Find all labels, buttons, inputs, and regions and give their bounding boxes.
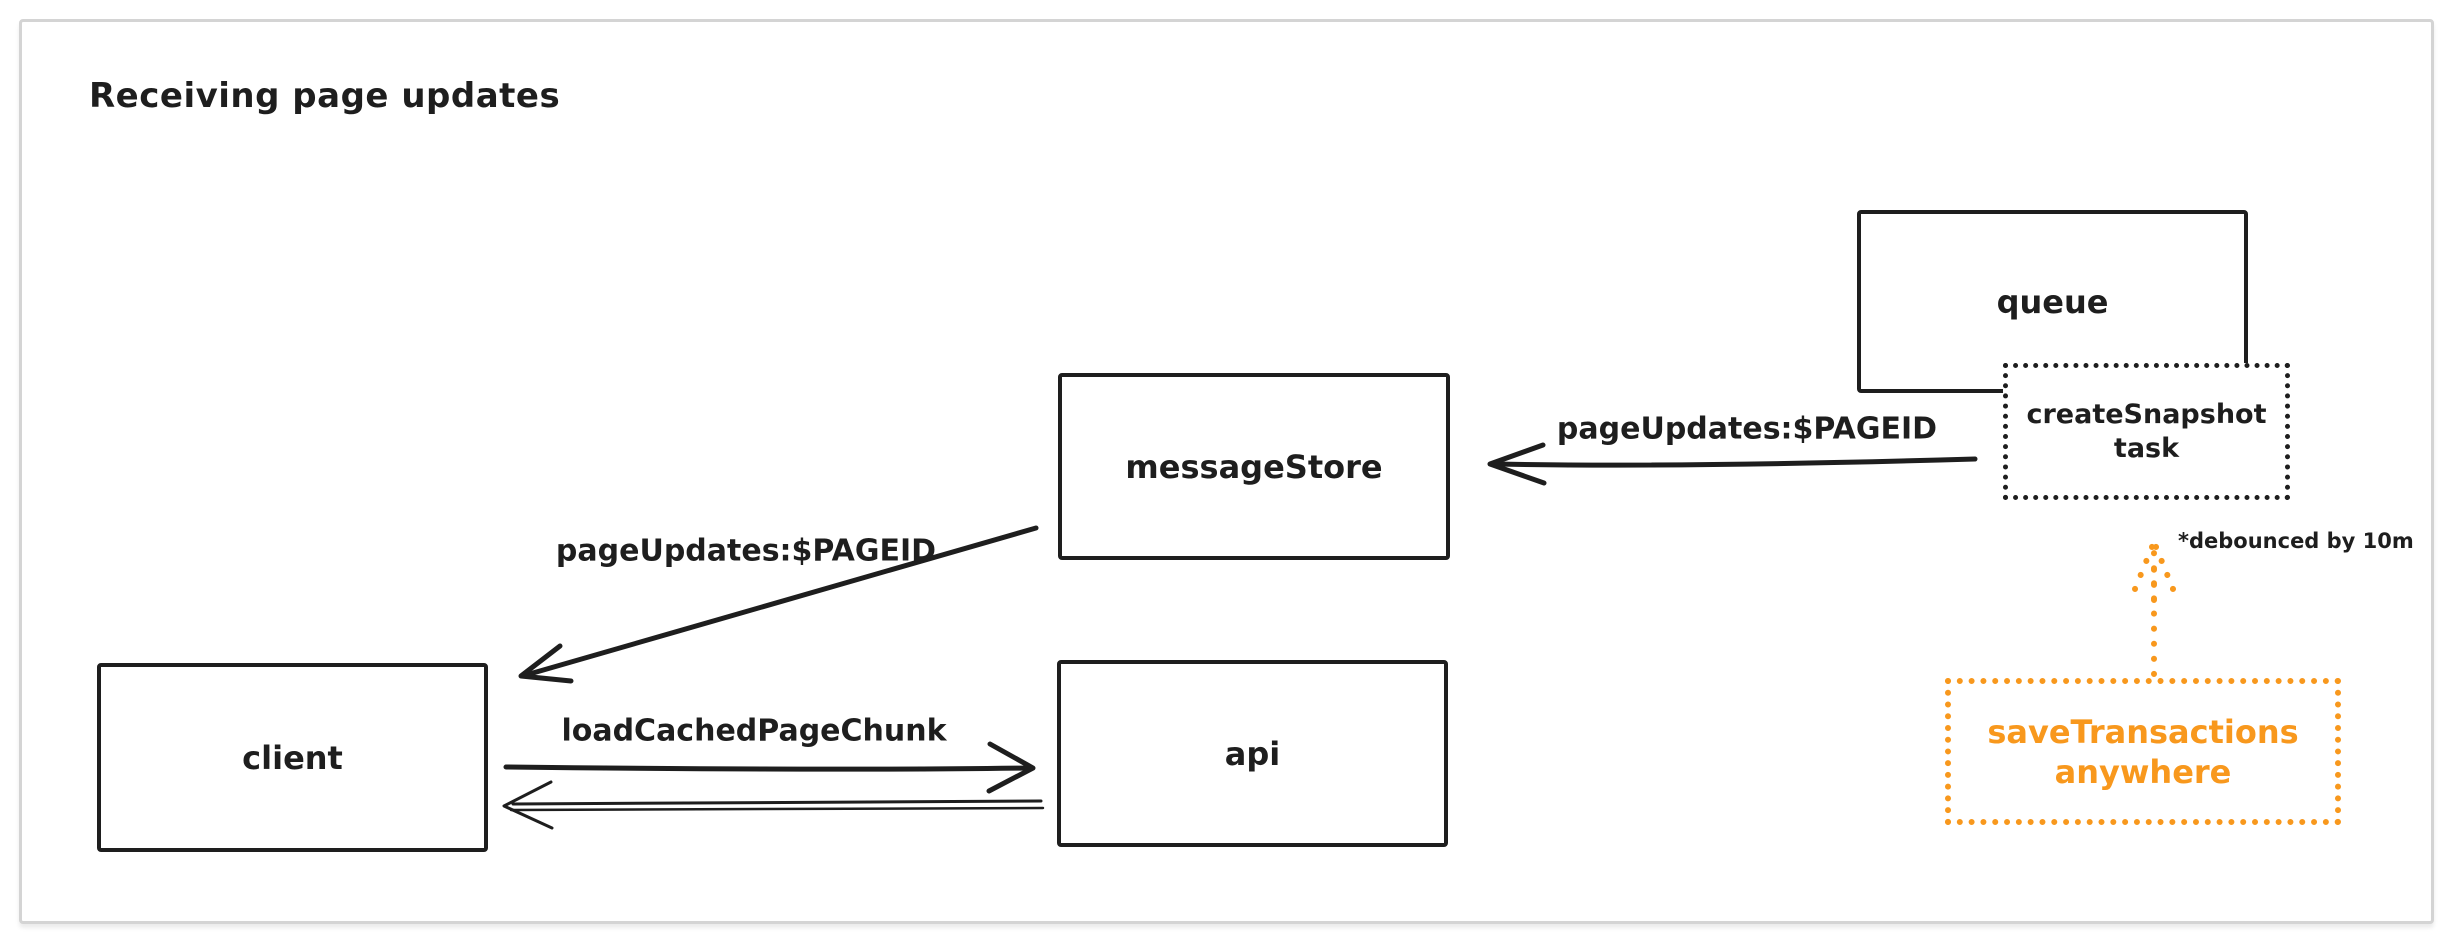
debounce-note: *debounced by 10m (2178, 529, 2414, 553)
node-create-snapshot-label-line2: task (2113, 432, 2180, 464)
node-client-label: client (242, 738, 343, 777)
node-save-transactions-label-line2: anywhere (2054, 752, 2232, 791)
node-api: api (1057, 660, 1448, 847)
node-queue-label: queue (1996, 282, 2109, 321)
node-api-label: api (1224, 734, 1281, 773)
edge-label-message-store-to-client: pageUpdates:$PAGEID (555, 533, 937, 569)
edge-label-client-to-api: loadCachedPageChunk (561, 713, 947, 749)
node-save-transactions-anywhere: saveTransactions anywhere (1945, 678, 2341, 825)
node-save-transactions-label-line1: saveTransactions (1987, 712, 2299, 751)
node-client: client (97, 663, 488, 852)
node-message-store-label: messageStore (1125, 447, 1383, 486)
edge-label-queue-to-message-store: pageUpdates:$PAGEID (1556, 411, 1938, 447)
node-create-snapshot-label-line1: createSnapshot (2026, 398, 2267, 430)
diagram-title: Receiving page updates (89, 76, 561, 116)
node-message-store: messageStore (1058, 373, 1450, 560)
node-create-snapshot-task: createSnapshot task (2003, 363, 2290, 500)
node-queue: queue (1857, 210, 2248, 393)
